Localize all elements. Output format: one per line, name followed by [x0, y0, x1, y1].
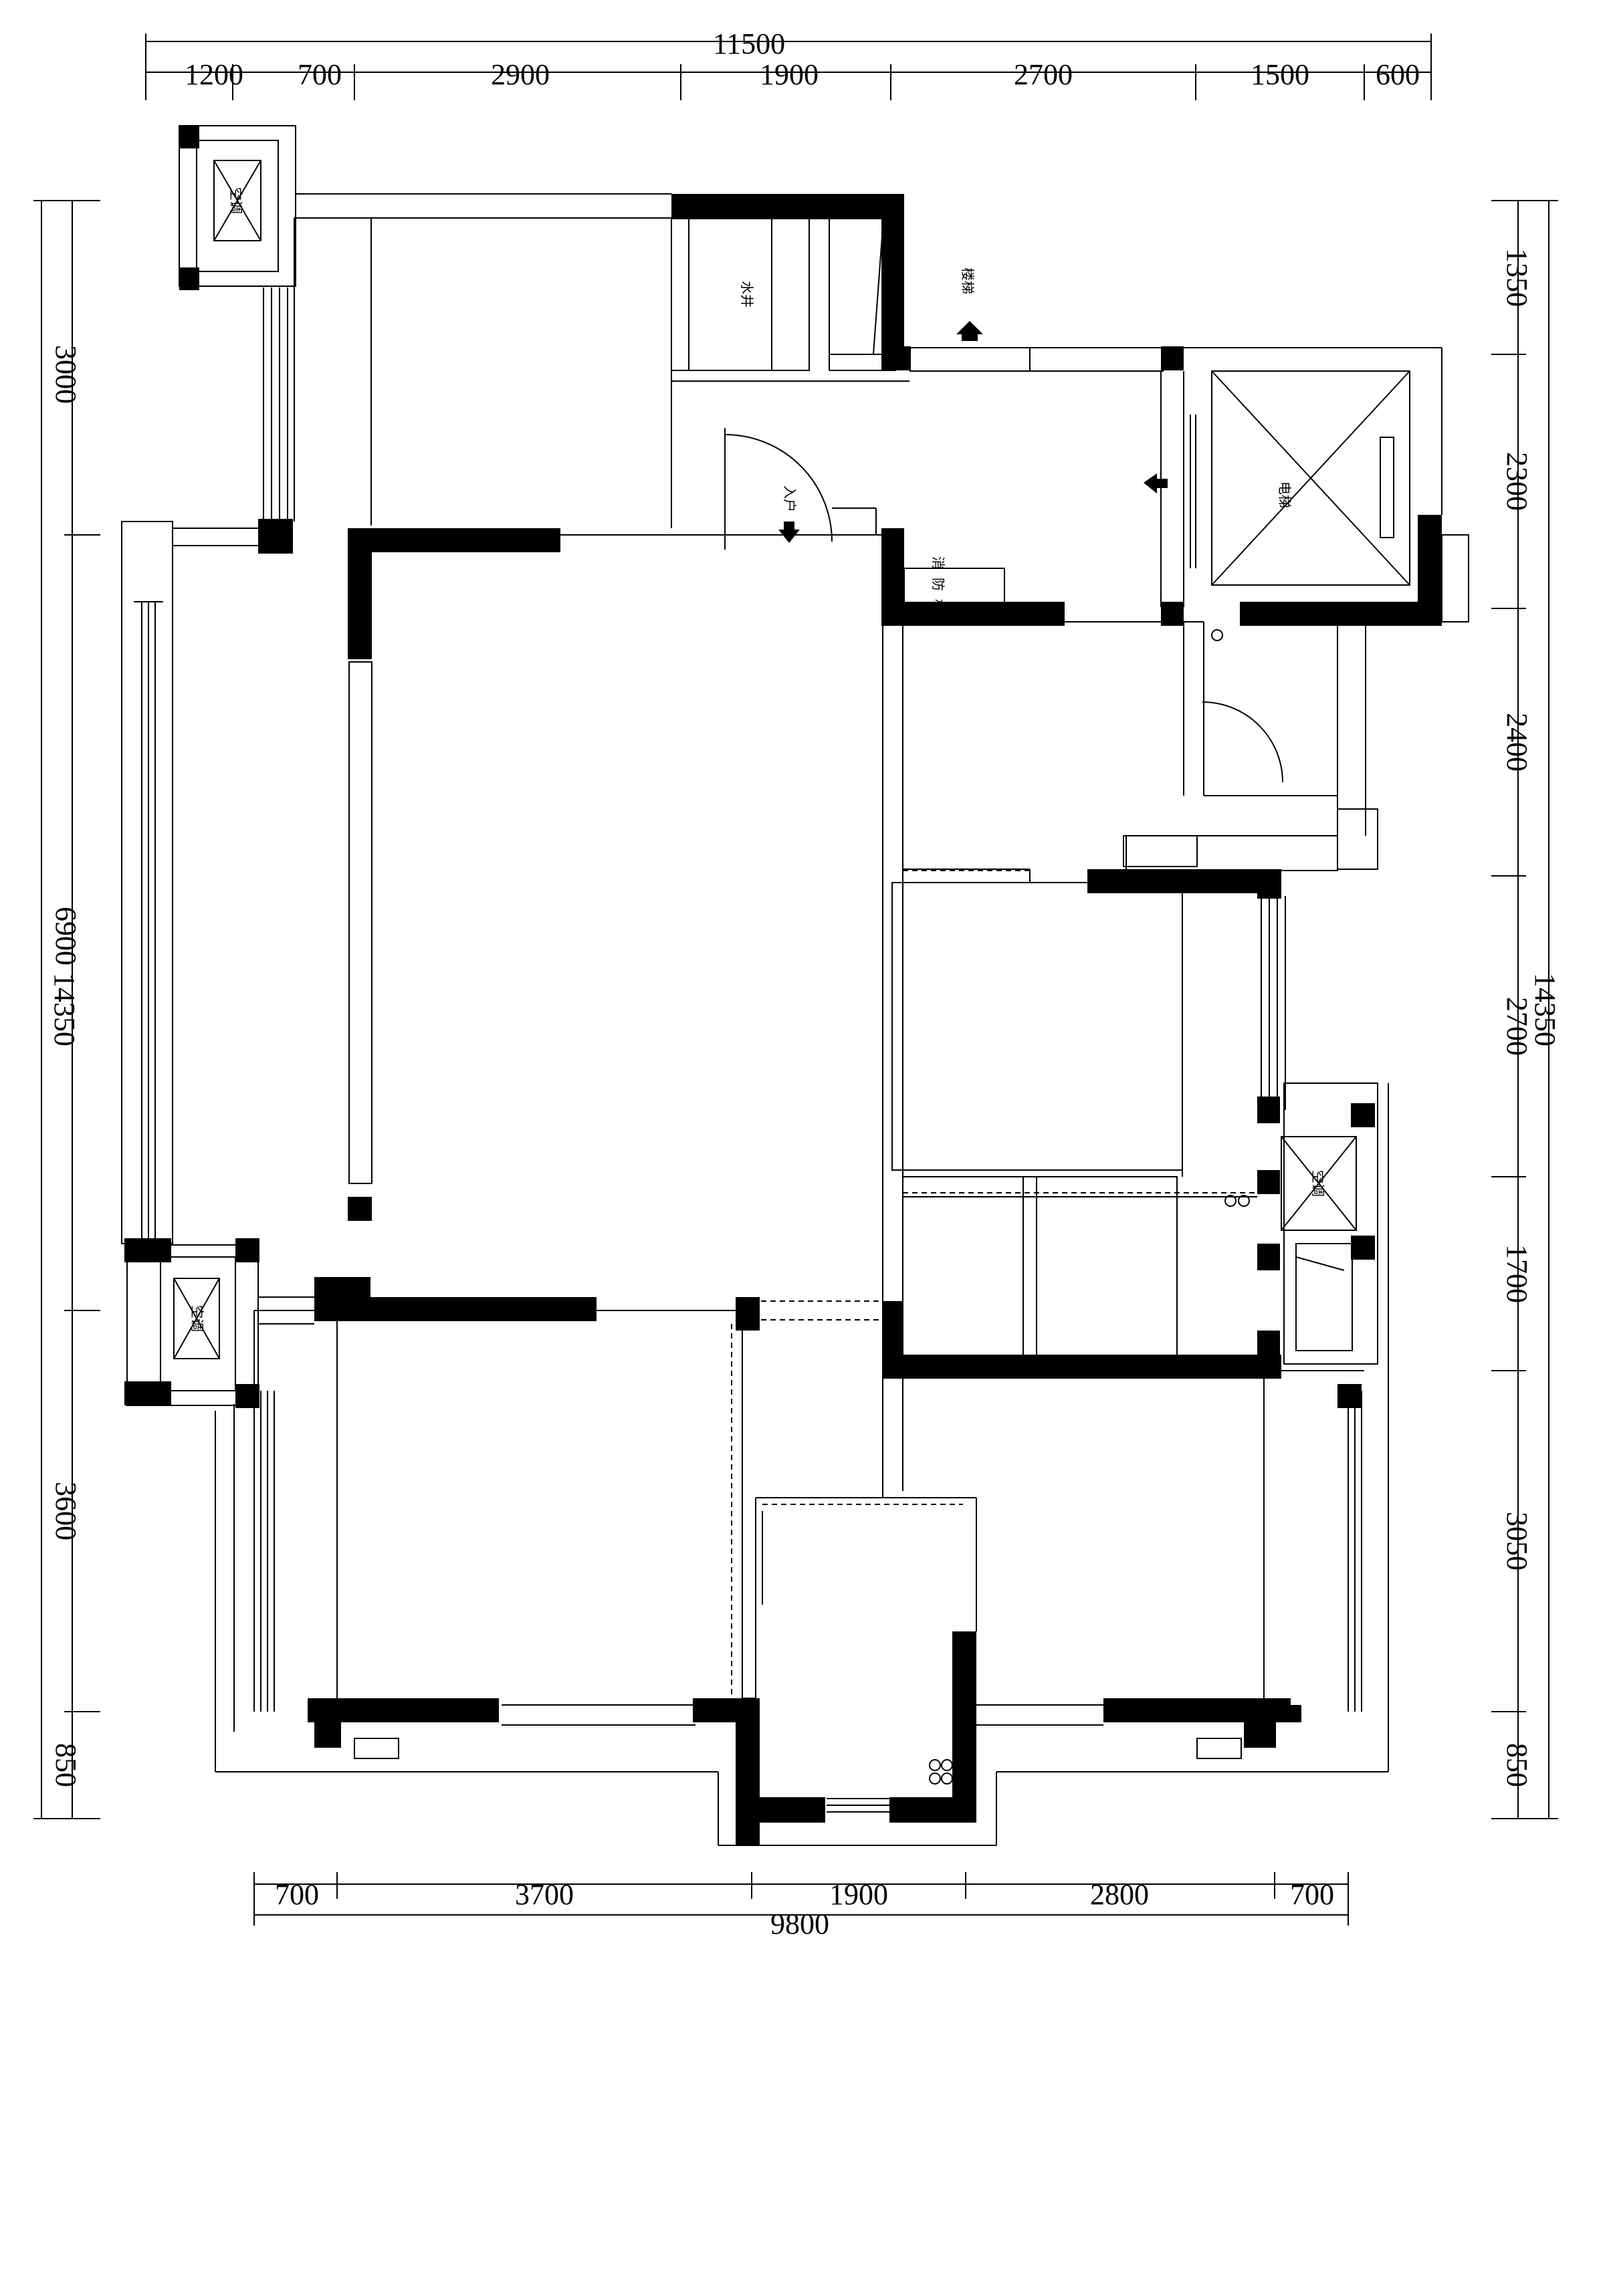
stairs-arrow-icon	[956, 321, 983, 341]
elevator-arrow-icon	[1144, 473, 1168, 493]
dim-top-total: 11500	[713, 27, 785, 60]
dim-bottom-seg-5: 700	[1290, 1878, 1334, 1911]
dim-top-seg-1: 1200	[185, 58, 243, 91]
plan-outlines	[121, 125, 1469, 1846]
label-ac-top-left: 空调	[228, 187, 244, 214]
dim-left-seg-3: 3600	[49, 1482, 82, 1540]
dim-top-seg-7: 600	[1376, 58, 1420, 91]
dim-bottom-seg-1: 700	[275, 1878, 319, 1911]
left-dimension-line: 14350 3000 6900 3600 850	[33, 200, 100, 1819]
top-dimension-line: 11500 1200 700 2900 1900 2700 1500 600	[145, 27, 1432, 100]
label-stairs: 楼梯	[960, 267, 976, 294]
label-water-well: 水井	[739, 281, 755, 308]
dim-top-seg-4: 1900	[760, 58, 819, 91]
dim-top-seg-5: 2700	[1014, 58, 1073, 91]
bottom-dimension-line: 700 3700 1900 2800 700 9800	[253, 1872, 1349, 1940]
dim-top-seg-3: 2900	[491, 58, 550, 91]
dim-left-seg-1: 3000	[49, 345, 82, 404]
dim-right-seg-2: 2300	[1501, 452, 1533, 511]
dim-right-seg-7: 850	[1501, 1743, 1533, 1787]
label-elevator: 电梯	[1277, 481, 1293, 508]
entrance-arrow-icon	[778, 522, 800, 543]
dim-left-seg-2: 6900	[49, 907, 82, 965]
room-labels: 水井 楼梯 入户 消防栓 电梯 空调 空调 空调	[189, 187, 1326, 1332]
dim-right-seg-1: 1350	[1501, 248, 1533, 307]
dim-right-total: 14350	[1529, 973, 1562, 1046]
dim-bottom-total: 9800	[770, 1908, 829, 1940]
label-entrance: 入户	[782, 485, 798, 512]
dim-right-seg-6: 3050	[1501, 1512, 1533, 1571]
dim-bottom-seg-3: 1900	[829, 1878, 888, 1911]
right-dimension-line: 14350 1350 2300 2400 2700 1700 3050 850	[1491, 200, 1562, 1819]
dashed-lines	[731, 870, 1264, 1698]
label-ac-lower-left: 空调	[189, 1305, 205, 1332]
label-ac-right: 空调	[1310, 1170, 1326, 1197]
dim-right-seg-3: 2400	[1501, 713, 1533, 772]
dim-top-seg-6: 1500	[1251, 58, 1309, 91]
dim-left-total: 14350	[48, 973, 81, 1046]
dim-bottom-seg-2: 3700	[515, 1878, 574, 1911]
dim-bottom-seg-4: 2800	[1090, 1878, 1149, 1911]
structural-walls	[124, 126, 1442, 1845]
dim-left-seg-4: 850	[49, 1743, 82, 1787]
label-fire-hydrant: 消防栓	[930, 556, 946, 620]
direction-arrows	[778, 321, 1168, 543]
dim-right-seg-4: 2700	[1501, 997, 1533, 1056]
dim-top-seg-2: 700	[298, 58, 342, 91]
dim-right-seg-5: 1700	[1501, 1244, 1533, 1303]
